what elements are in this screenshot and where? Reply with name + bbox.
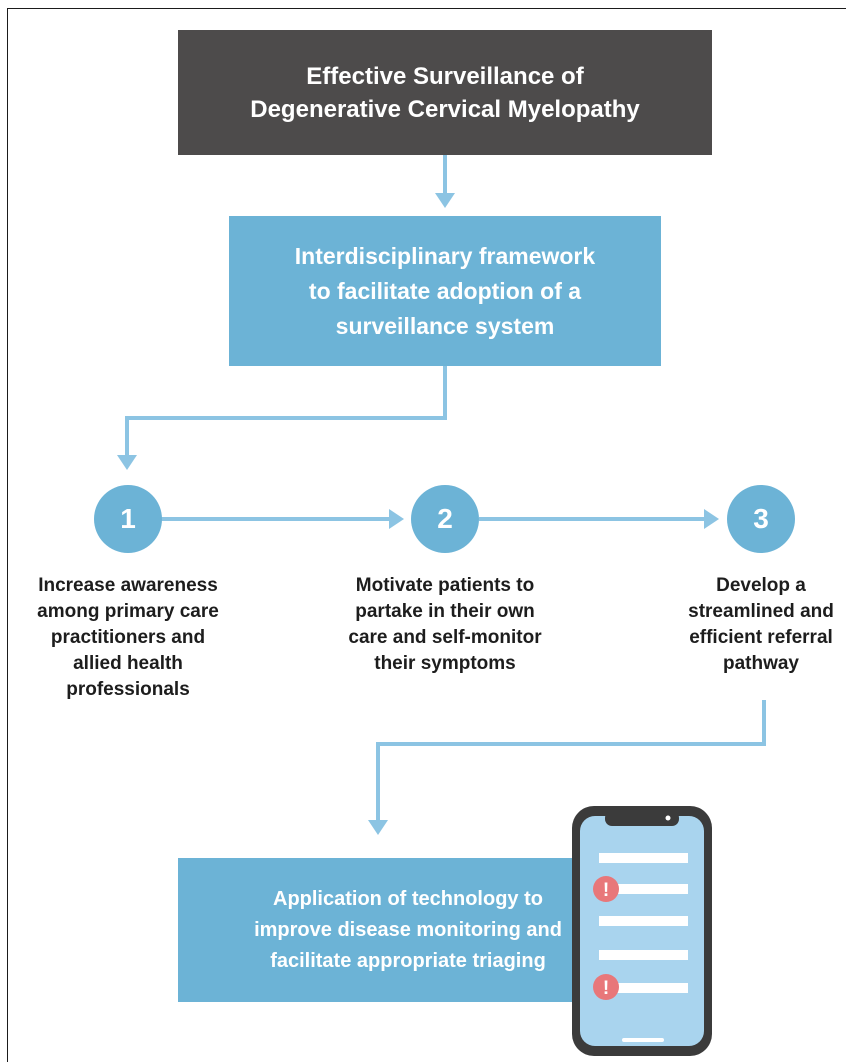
svg-text:!: ! (603, 978, 609, 999)
framework-line-1: Interdisciplinary framework (294, 242, 596, 269)
step-2-line-3: care and self-monitor (348, 627, 542, 648)
framework-line-2: to facilitate adoption of a (308, 277, 582, 304)
svg-text:!: ! (603, 880, 609, 901)
framework-line-3: surveillance system (335, 312, 555, 339)
step-2-circle: 2 (411, 485, 479, 553)
step-3-line-2: streamlined and (688, 601, 834, 622)
header-line-2: Degenerative Cervical Myelopathy (250, 95, 640, 123)
header-line-1: Effective Surveillance of (306, 62, 584, 90)
step-2-line-2: partake in their own (355, 601, 535, 622)
step-2-text: Motivate patients to partake in their ow… (325, 573, 565, 677)
step-3-number: 3 (753, 503, 769, 534)
exclamation-alert-icon-2: ! (593, 974, 619, 1000)
technology-line-1: Application of technology to (273, 887, 543, 910)
framework-box: Interdisciplinary framework to facilitat… (229, 216, 661, 366)
step-1-line-3: practitioners and (50, 627, 206, 648)
exclamation-alert-icon-1: ! (593, 876, 619, 902)
step-1-text: Increase awareness among primary care pr… (8, 573, 248, 703)
step-2-line-1: Motivate patients to (355, 575, 535, 596)
step-1-line-1: Increase awareness (38, 575, 218, 596)
step-1-number: 1 (120, 503, 136, 534)
step-3-text: Develop a streamlined and efficient refe… (676, 573, 846, 677)
technology-line-3: facilitate appropriate triaging (270, 949, 546, 972)
step-1-line-4: allied health (73, 653, 183, 674)
technology-line-2: improve disease monitoring and (254, 918, 562, 941)
step-1-line-5: professionals (66, 679, 190, 700)
step-1-line-2: among primary care (37, 601, 219, 622)
figure-frame (7, 8, 846, 1062)
step-1-circle: 1 (94, 485, 162, 553)
step-3-circle: 3 (727, 485, 795, 553)
step-2-number: 2 (437, 503, 453, 534)
header-box: Effective Surveillance of Degenerative C… (178, 30, 712, 155)
step-2-line-4: their symptoms (374, 653, 516, 674)
step-3-line-4: pathway (722, 653, 800, 674)
step-3-line-1: Develop a (716, 575, 806, 596)
step-3-line-3: efficient referral (689, 627, 833, 648)
